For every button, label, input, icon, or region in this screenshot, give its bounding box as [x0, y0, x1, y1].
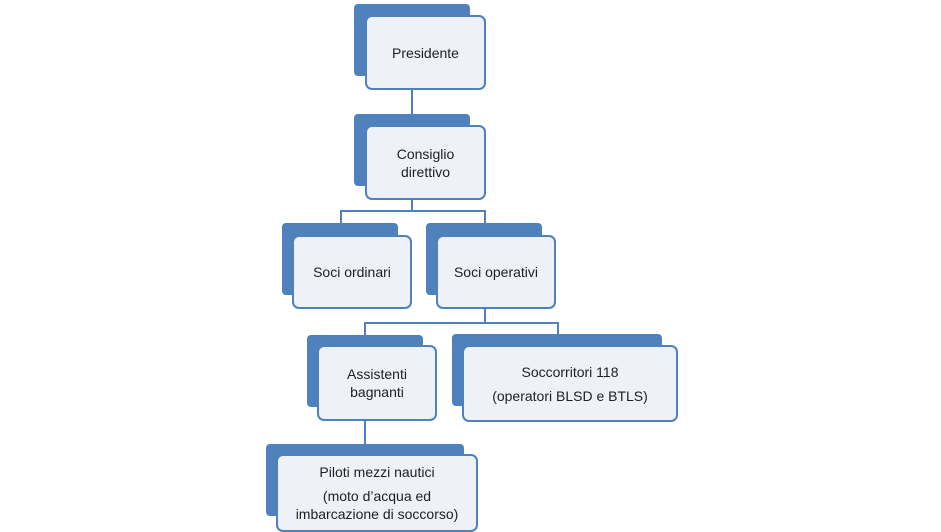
node-label-line: Presidente [392, 44, 459, 61]
node-assistenti-bagnanti: Assistenti bagnanti [307, 335, 437, 421]
connector-to-soccorritori [557, 322, 559, 336]
connector-assistenti-piloti [364, 420, 366, 446]
node-label-line: Piloti mezzi nautici [319, 464, 435, 480]
connector-presidente-consiglio [411, 88, 413, 126]
connector-consiglio-bus [340, 210, 486, 212]
connector-to-soci-operativi [484, 210, 486, 224]
connector-soci-operativi-down [484, 308, 486, 323]
node-label-line: direttivo [400, 163, 451, 180]
node-label-line: (moto d’acqua ed [322, 488, 432, 504]
connector-to-soci-ordinari [340, 210, 342, 224]
node-soci-operativi: Soci operativi [426, 223, 556, 309]
node-label-line: (operatori BLSD e BTLS) [492, 387, 648, 404]
node-label-line: bagnanti [350, 384, 404, 400]
node-piloti-mezzi-nautici: Piloti mezzi nautici (moto d’acqua ed imba… [266, 444, 478, 532]
node-label-line: Assistenti [347, 366, 407, 382]
node-label-line: Consiglio [396, 145, 455, 162]
node-label-line: imbarcazione di soccorso) [295, 506, 459, 522]
node-label-line: Soci ordinari [313, 264, 391, 280]
node-label-line: Soci operativi [453, 264, 539, 280]
node-label-line: Soccorritori 118 [521, 363, 619, 380]
connector-to-assistenti [364, 322, 366, 336]
connector-consiglio-down [411, 198, 413, 211]
node-soccorritori-118: Soccorritori 118 (operatori BLSD e BTLS) [452, 334, 678, 422]
node-presidente: Presidente [354, 4, 486, 90]
node-soci-ordinari: Soci ordinari [282, 223, 412, 309]
connector-soci-operativi-bus [364, 322, 559, 324]
